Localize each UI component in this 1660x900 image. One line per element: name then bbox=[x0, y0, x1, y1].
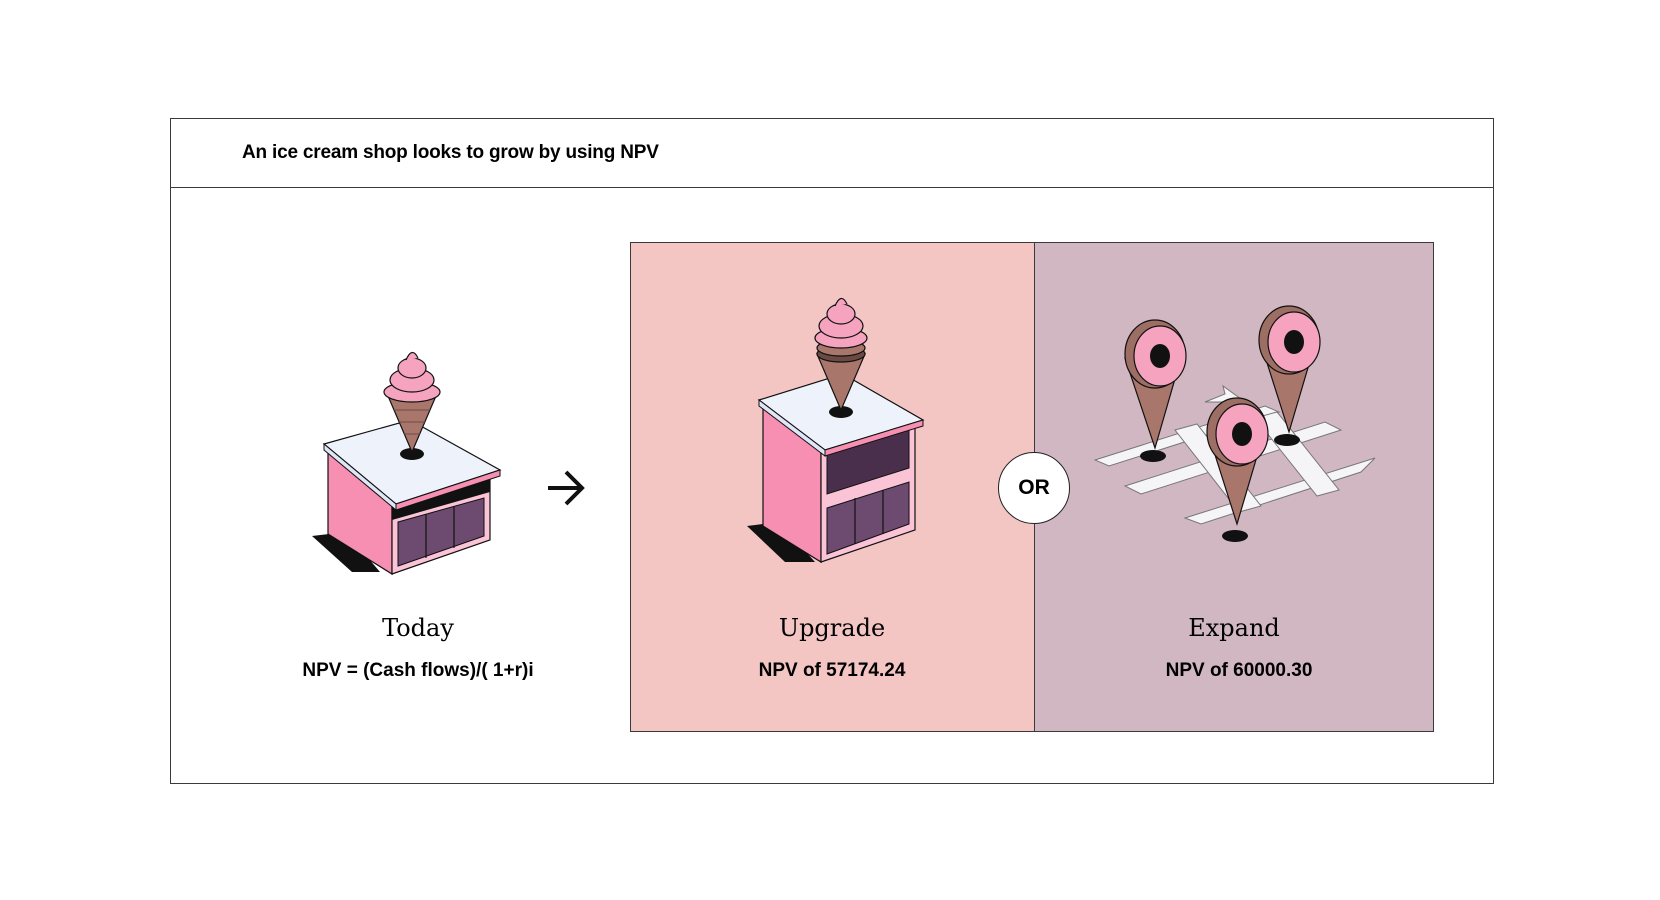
upgrade-label: Upgrade bbox=[778, 614, 886, 642]
arrow-right-icon bbox=[548, 470, 585, 506]
ice-cream-cone-icon bbox=[383, 351, 441, 454]
or-badge: OR bbox=[998, 452, 1070, 524]
expand-npv: NPV of 60000.30 bbox=[1165, 660, 1313, 681]
map-pin-icon bbox=[1258, 305, 1321, 446]
ice-cream-cone-icon bbox=[814, 297, 868, 412]
today-formula: NPV = (Cash flows)/( 1+r)i bbox=[302, 660, 534, 681]
diagram-title: An ice cream shop looks to grow by using… bbox=[242, 142, 659, 163]
today-label: Today bbox=[382, 614, 454, 642]
street-map-icon bbox=[1093, 305, 1376, 542]
map-pin-icon bbox=[1206, 397, 1269, 542]
map-pin-icon bbox=[1124, 319, 1187, 462]
diagram-frame: An ice cream shop looks to grow by using… bbox=[170, 118, 1494, 784]
expand-label: Expand bbox=[1188, 614, 1280, 642]
upgrade-npv: NPV of 57174.24 bbox=[758, 660, 906, 681]
shop-today-icon bbox=[312, 351, 502, 576]
shop-upgrade-icon bbox=[747, 297, 925, 564]
diagram-header: An ice cream shop looks to grow by using… bbox=[171, 119, 1493, 188]
